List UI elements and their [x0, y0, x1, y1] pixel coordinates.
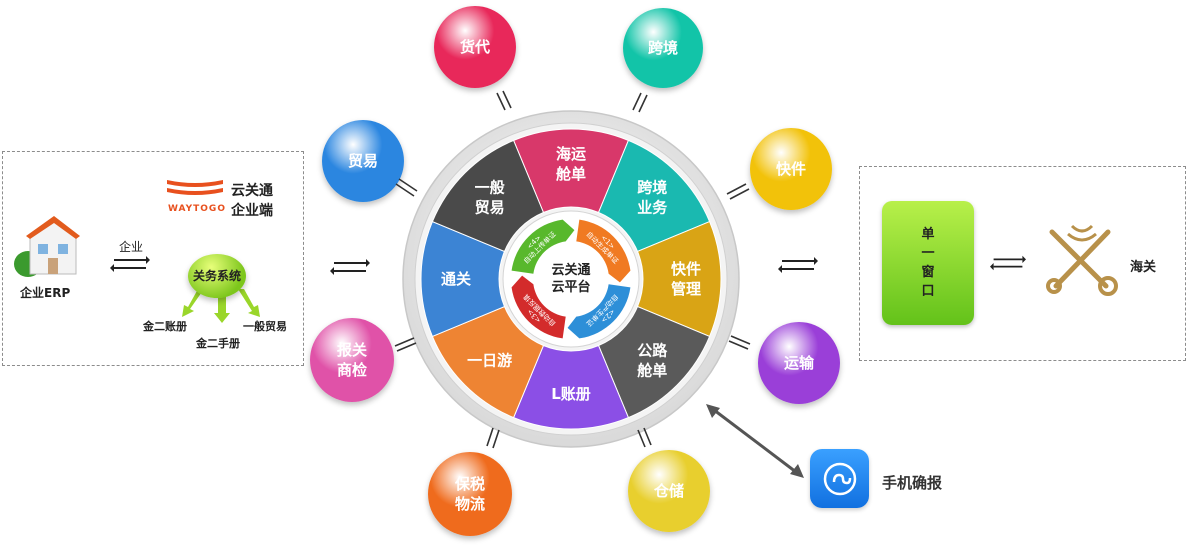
- bubble-2-label: 贸易: [347, 152, 378, 170]
- hub-center: [539, 247, 603, 311]
- hub-arrow-3: [511, 219, 575, 274]
- bubble-2: 贸易: [322, 120, 404, 202]
- hub-arrow-0: [576, 219, 631, 283]
- bubble-5: 运输: [758, 322, 840, 404]
- system-branch-arrows: [182, 289, 260, 323]
- bubble-4: 报关 商检: [310, 318, 394, 402]
- single-window-label: 单 一 窗 口: [921, 227, 935, 299]
- sub-item-2: 一般贸易: [243, 320, 287, 333]
- bubble-1: 跨境: [623, 8, 703, 88]
- customs-panel: [859, 166, 1186, 361]
- system-bubble: 关务系统: [188, 254, 246, 298]
- customs-label: 海关: [1130, 260, 1157, 275]
- brand-logo-text: WAYTOGO: [168, 204, 226, 214]
- sub-item-1: 金二手册: [196, 337, 240, 350]
- right-exchange-arrows-icon: [778, 257, 818, 273]
- wheel-segment-label-3: 公路舱单: [637, 341, 668, 379]
- single-window-box: 单 一 窗 口: [882, 201, 974, 325]
- system-label: 关务系统: [192, 269, 241, 283]
- hub-title-line1: 云关通: [551, 262, 590, 278]
- hub-title-line2: 云平台: [551, 279, 590, 295]
- sub-item-0: 金二账册: [143, 320, 187, 333]
- bubble-4-label: 报关 商检: [336, 341, 367, 379]
- wheel-segment-label-1: 跨境业务: [637, 179, 668, 217]
- exchange-arrows-icon: [110, 256, 150, 272]
- bubble-0-label: 货代: [459, 38, 490, 56]
- wheel-segment-label-4: L账册: [551, 385, 591, 403]
- wheel-segment-label-5: 一日游: [467, 351, 512, 369]
- bubble-3-label: 快件: [775, 160, 806, 178]
- bubble-0: 货代: [434, 6, 516, 88]
- wheel-segment-label-6: 通关: [441, 270, 471, 288]
- customs-emblem-icon: [1046, 224, 1118, 296]
- wheel-segment-label-7: 一般贸易: [475, 179, 505, 217]
- enterprise-panel: [2, 151, 304, 366]
- waytogo-logo-icon: [167, 180, 223, 195]
- bubble-3: 快件: [750, 128, 832, 210]
- wheel-segment-label-0: 海运舱单: [556, 145, 586, 183]
- left-exchange-arrows-icon: [330, 259, 370, 275]
- mini-program-icon: [823, 462, 856, 495]
- brand-name-line1: 云关通: [231, 183, 273, 199]
- bubble-6-label: 保税 物流: [454, 475, 485, 513]
- bubble-6: 保税 物流: [428, 452, 512, 536]
- bubble-1-label: 跨境: [647, 39, 678, 57]
- bubble-7-label: 仓储: [653, 482, 684, 500]
- bubble-5-label: 运输: [783, 354, 814, 372]
- hub-arrow-1: [567, 284, 631, 339]
- single-window-exchange-icon: [990, 255, 1026, 271]
- enterprise-label: 企业: [119, 240, 144, 254]
- mobile-app-icon[interactable]: [810, 449, 869, 508]
- wheel-segment-label-2: 快件管理: [671, 260, 701, 298]
- wheel-segment-7: [431, 139, 545, 253]
- bubble-7: 仓储: [628, 450, 710, 532]
- erp-house-icon: [14, 216, 80, 277]
- mobile-label: 手机确报: [882, 474, 943, 492]
- brand-name-line2: 企业端: [231, 203, 273, 219]
- hub-arrow-2: [511, 275, 566, 339]
- erp-label: 企业ERP: [20, 286, 71, 300]
